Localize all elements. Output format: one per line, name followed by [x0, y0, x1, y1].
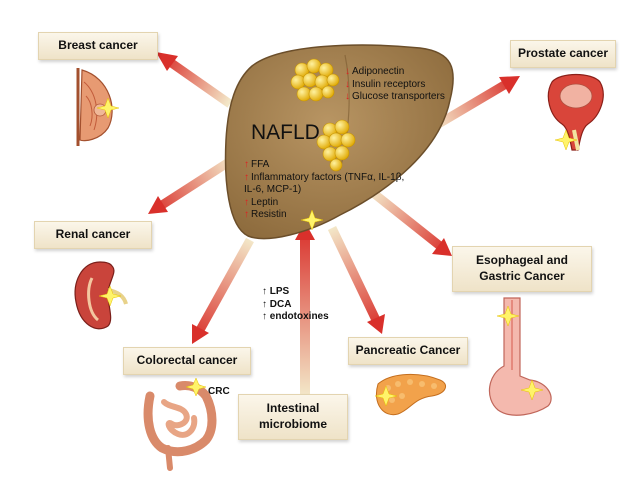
esophagus-stomach-illustration: [488, 297, 552, 416]
intestinal-microbiome-label: Intestinal microbiome: [238, 394, 348, 440]
down-arrow-icon: ↓: [345, 78, 350, 90]
crc-label: CRC: [208, 386, 230, 397]
down-arrow-icon: ↓: [345, 66, 350, 77]
increased-item: ↑FFA: [244, 159, 270, 170]
breast-illustration: [76, 68, 113, 146]
increased-factors-list: ↑FFA ↑Inflammatory factors (TNFα, IL-1β,…: [244, 159, 404, 222]
increased-item: ↑Leptin: [244, 196, 279, 208]
prostate-cancer-text: Prostate cancer: [517, 46, 609, 61]
up-arrow-icon: ↑: [244, 171, 249, 183]
microbiome-product: ↑ endotoxines: [262, 311, 329, 322]
decreased-item: ↓Insulin receptors: [345, 78, 426, 90]
intestine-illustration: [143, 381, 217, 471]
esophageal-gastric-cancer-label: Esophageal and Gastric Cancer: [452, 246, 592, 292]
increased-item: ↑Resistin: [244, 209, 287, 220]
increased-item: ↑Inflammatory factors (TNFα, IL-1β,: [244, 171, 405, 183]
arrow-to-esophageal: [369, 188, 452, 256]
down-arrow-icon: ↓: [345, 91, 350, 102]
renal-cancer-label: Renal cancer: [34, 221, 152, 249]
up-arrow-icon: ↑: [244, 209, 249, 220]
breast-cancer-label: Breast cancer: [38, 32, 158, 60]
decreased-factors-list: ↓Adiponectin ↓Insulin receptors ↓Glucose…: [345, 66, 445, 104]
colorectal-cancer-text: Colorectal cancer: [136, 353, 238, 368]
fat-droplets-lower: [316, 119, 356, 172]
renal-cancer-text: Renal cancer: [55, 227, 131, 242]
arrow-to-colorectal: [192, 237, 254, 344]
pancreatic-cancer-text: Pancreatic Cancer: [355, 343, 461, 358]
up-arrow-icon: ↑: [244, 159, 249, 170]
breast-cancer-text: Breast cancer: [58, 38, 138, 53]
arrow-to-renal: [148, 156, 235, 214]
microbiome-product: ↑ LPS: [262, 286, 290, 297]
arrow-to-prostate: [432, 76, 520, 130]
arrow-to-breast: [156, 52, 233, 108]
pancreas-illustration: [376, 373, 447, 416]
intestinal-microbiome-text: Intestinal microbiome: [258, 401, 327, 431]
decreased-item: ↓Adiponectin: [345, 66, 405, 77]
decreased-item: ↓Glucose transporters: [345, 91, 445, 102]
prostate-cancer-label: Prostate cancer: [510, 40, 616, 68]
nafld-title: NAFLD: [251, 121, 320, 144]
prostate-illustration: [547, 73, 604, 151]
microbiome-products-list: ↑ LPS ↑ DCA ↑ endotoxines: [262, 286, 329, 324]
esophageal-gastric-cancer-text: Esophageal and Gastric Cancer: [475, 253, 569, 283]
arrow-to-pancreatic: [327, 226, 385, 334]
fat-droplets-upper: [290, 58, 340, 102]
pancreatic-cancer-label: Pancreatic Cancer: [348, 337, 468, 365]
microbiome-product: ↑ DCA: [262, 298, 292, 310]
sparkle-markers: [96, 97, 578, 407]
up-arrow-icon: ↑: [244, 196, 249, 208]
increased-item-continued: IL-6, MCP-1): [244, 184, 302, 195]
colorectal-cancer-label: Colorectal cancer: [123, 347, 251, 375]
